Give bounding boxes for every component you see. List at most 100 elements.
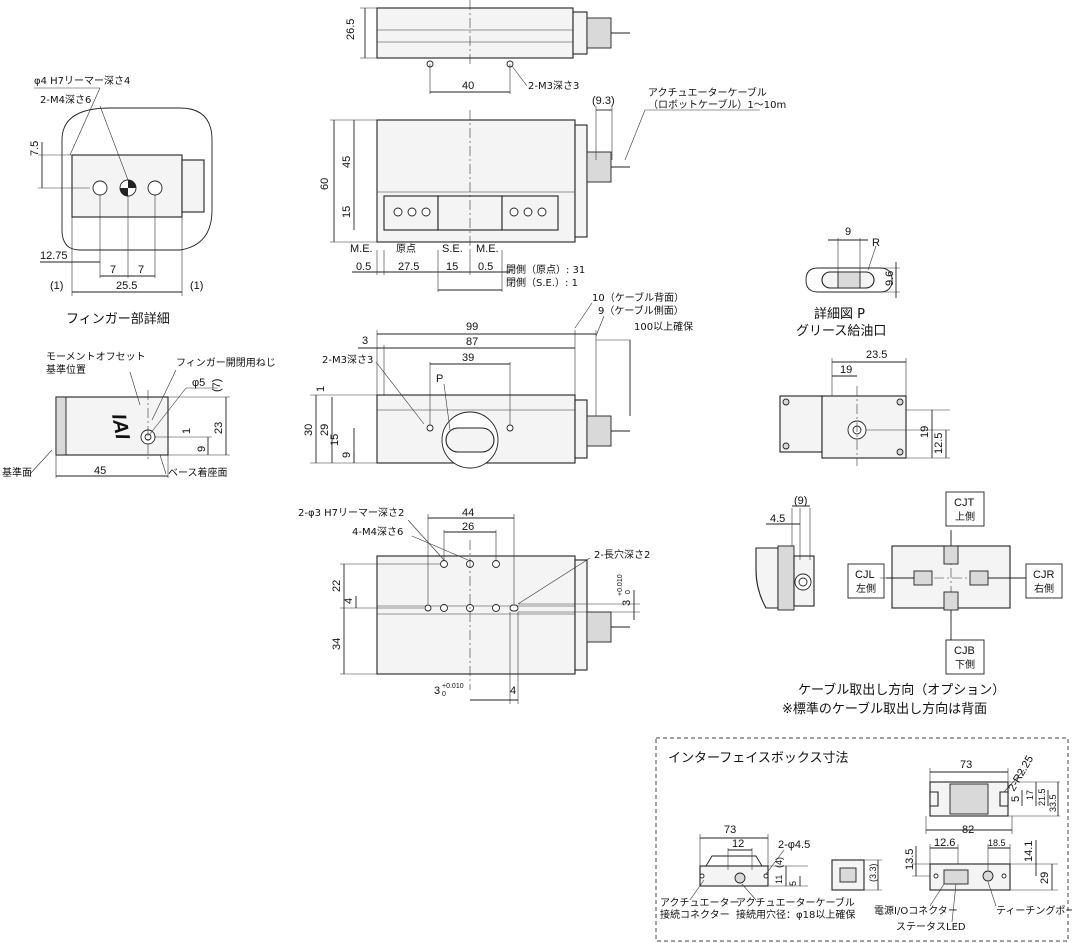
label-datum: 基準面 [2,466,32,479]
title-grease-detail-1: 詳細図 P [814,306,865,322]
dim-9-d: (9) [794,495,807,507]
dim-29: 29 [319,424,331,436]
dim-17: 17 [1025,790,1035,800]
dim-13-5: 13.5 [904,849,916,870]
dim-26: 26 [462,521,474,533]
dim-15-a: 15 [341,206,353,218]
label-moment-offset-1: モーメントオフセット [46,351,146,363]
end-view [779,358,950,466]
dim-9-a: 9 [845,226,851,238]
dim-3-tol-b: 3 [434,685,440,697]
label-m3-depth3-b: 2-M3深さ3 [322,354,373,366]
dim-15-b: 15 [446,261,458,273]
label-cable-back: 10（ケーブル背面） [592,291,684,304]
dim-18-5: 18.5 [988,838,1006,848]
dim-1-c: 1 [315,386,327,392]
dim-99: 99 [466,321,478,333]
dim-1-a: (1) [50,280,63,292]
dim-39: 39 [462,352,474,364]
dim-7-a: 7 [110,264,116,276]
label-cjt-side: 上側 [955,510,975,523]
dim-12-6: 12.6 [934,837,955,849]
bottom-view [340,514,640,704]
label-origin: 原点 [396,243,416,255]
dim-9-c: 9 [196,446,208,452]
dim-73-a: 73 [960,759,972,771]
dim-5-b: 5 [788,881,798,886]
label-clear-100: 100以上確保 [634,320,693,333]
dim-9-3: (9.3) [592,95,615,107]
dim-45: 45 [341,156,353,168]
dim-3-tol-a: 3 [621,600,633,606]
title-grease-detail-2: グリース給油口 [796,324,886,339]
label-se: S.E. [442,243,463,255]
dim-15-c: 15 [329,434,341,446]
dim-19-a: 19 [840,364,852,376]
dim-4-a: 4 [343,598,355,604]
dim-1-b: (1) [190,280,203,292]
label-cable-1: アクチュエーターケーブル [648,86,767,99]
dim-40: 40 [462,80,474,92]
label-cjb: CJB [954,645,975,657]
dim-60: 60 [319,178,331,190]
logo-iai: IAI [107,412,133,441]
label-p: P [436,373,443,385]
dim-21-5: 21.5 [1037,788,1047,806]
label-r: R [872,237,880,249]
dim-7-b: 7 [138,264,144,276]
ibox-side-view [831,859,882,891]
dim-0-5-b: 0.5 [478,261,493,273]
dim-4-b: 4 [510,685,516,697]
dim-11: 11 [774,875,784,884]
dim-12-5: 12.5 [933,433,945,454]
dim-26-5: 26.5 [345,19,357,40]
title-interface-box: インターフェイスボックス寸法 [668,751,848,766]
label-me-left: M.E. [350,243,373,255]
label-act-conn-2: 接続コネクター [660,908,730,921]
plan-view [310,330,631,469]
dim-5: 5 [1010,796,1022,802]
label-status-led: ステータスLED [896,921,966,933]
dim-14-1: 14.1 [1023,841,1035,862]
label-reamer-4: φ4 H7リーマー深さ4 [34,75,130,87]
label-phi4-5: 2-φ4.5 [778,839,810,851]
label-m4-depth6-a: 2-M4深さ6 [40,94,91,106]
label-cjl: CJL [855,569,875,581]
ibox-top-view [925,768,1060,834]
dim-tol-b: +0.010 [442,683,464,690]
label-cjr: CJR [1033,569,1054,581]
dim-1-d: 1 [181,428,193,434]
label-m3-depth3: 2-M3深さ3 [528,80,579,92]
label-open-se: 閉側（S.E.）: 1 [506,276,578,289]
interface-box-frame [655,737,1069,942]
side-view [29,369,230,478]
dim-27-5: 27.5 [398,261,419,273]
label-base-seat: ベース着座面 [168,466,228,479]
label-cjl-side: 左側 [856,582,876,595]
dim-22: 22 [331,580,343,592]
dim-tol0-a: 0 [625,590,632,594]
title-cable-direction-2: ※標準のケーブル取出し方向は背面 [782,701,987,717]
label-cjb-side: 下側 [955,658,975,671]
dim-34: 34 [331,638,343,650]
label-r2-25: 2-R2.25 [1006,754,1036,794]
ibox-front-view [912,840,1058,923]
label-act-conn-1: アクチュエーター [660,897,740,909]
dim-45-b: 45 [94,465,106,477]
title-finger-detail: フィンガー部詳細 [66,311,170,327]
label-reamer-3: 2-φ3 H7リーマー深さ2 [298,507,404,519]
grease-detail-view [805,238,900,298]
dim-30: 30 [303,424,315,436]
dim-3-3: (3.3) [868,863,878,882]
label-cjr-side: 右側 [1034,582,1054,595]
dim-12: 12 [732,838,744,850]
label-moment-offset-2: 基準位置 [46,363,86,376]
dim-tol0-b: 0 [442,691,446,698]
dim-7-c: (7) [211,379,223,392]
dim-23: 23 [213,422,225,434]
label-act-cable-1: アクチュエーターケーブル [736,896,855,909]
label-m4-depth6-b: 4-M4深さ6 [352,526,403,538]
dim-9-b: 9 [341,452,353,458]
dim-12-75: 12.75 [40,250,68,262]
